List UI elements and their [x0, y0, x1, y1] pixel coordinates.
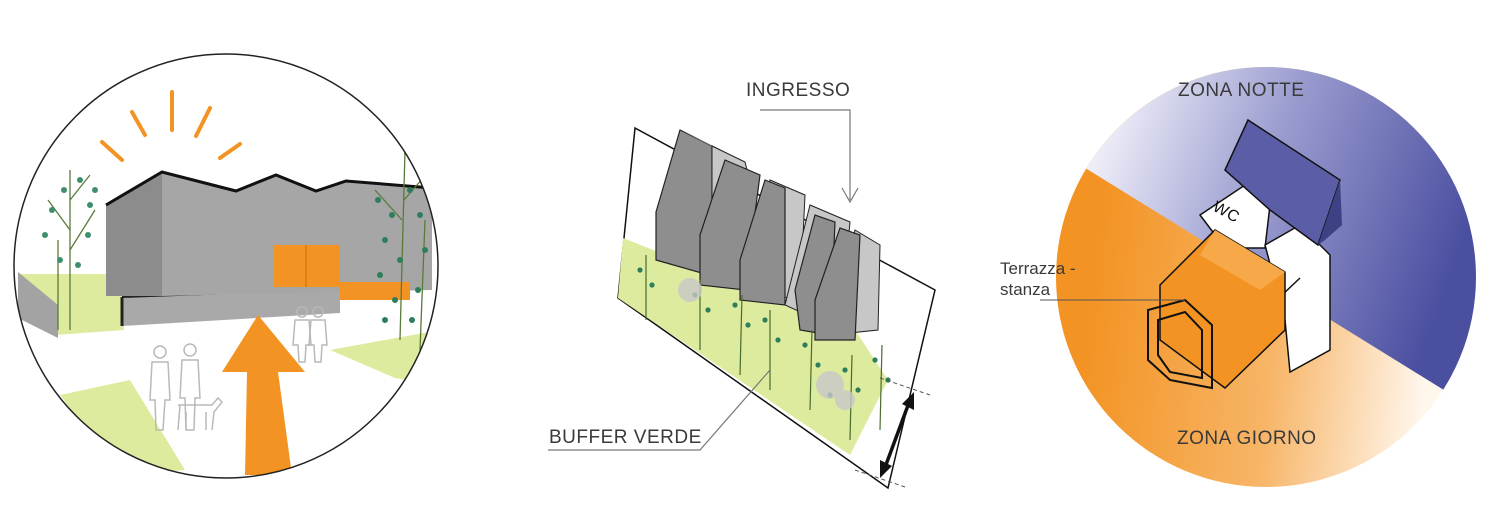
building-front — [162, 172, 432, 296]
buffer-pointer-line — [548, 369, 771, 451]
night-zone-area — [1056, 67, 1476, 400]
label-terrazza-line1: Terrazza - — [1000, 259, 1076, 278]
tree-leaves-right — [375, 187, 428, 323]
grey-trees — [678, 278, 855, 410]
building-row — [655, 129, 881, 341]
sun-rays-icon — [100, 90, 242, 162]
tree-icon — [645, 255, 883, 441]
low-wall-front — [122, 289, 340, 326]
entry-arrow-icon — [222, 315, 305, 475]
label-terrazza: Terrazza - stanza — [1000, 258, 1090, 300]
entrance-door — [274, 245, 340, 287]
site-section-panel — [548, 109, 936, 490]
entrance-view-frame — [13, 53, 439, 479]
double-arrow-icon — [880, 392, 914, 478]
zoning-plan-panel — [1040, 67, 1476, 487]
tree-leaves-left — [42, 177, 98, 268]
label-ingresso: INGRESSO — [746, 80, 851, 101]
label-zona-giorno: ZONA GIORNO — [1177, 428, 1317, 449]
building-roofline — [105, 170, 433, 207]
low-wall-left — [18, 272, 58, 338]
lawn-bottom — [60, 380, 185, 475]
people-silhouettes-icon — [149, 306, 328, 431]
dog-icon — [177, 396, 224, 431]
label-zona-notte: ZONA NOTTE — [1178, 80, 1305, 101]
label-terrazza-line2: stanza — [1000, 280, 1051, 299]
ingresso-pointer-line — [760, 109, 851, 200]
entrance-view-panel — [13, 53, 439, 479]
building-side — [106, 172, 162, 296]
orange-strip — [340, 282, 410, 300]
label-buffer-verde: BUFFER VERDE — [549, 427, 702, 448]
tree-icon — [47, 170, 96, 330]
